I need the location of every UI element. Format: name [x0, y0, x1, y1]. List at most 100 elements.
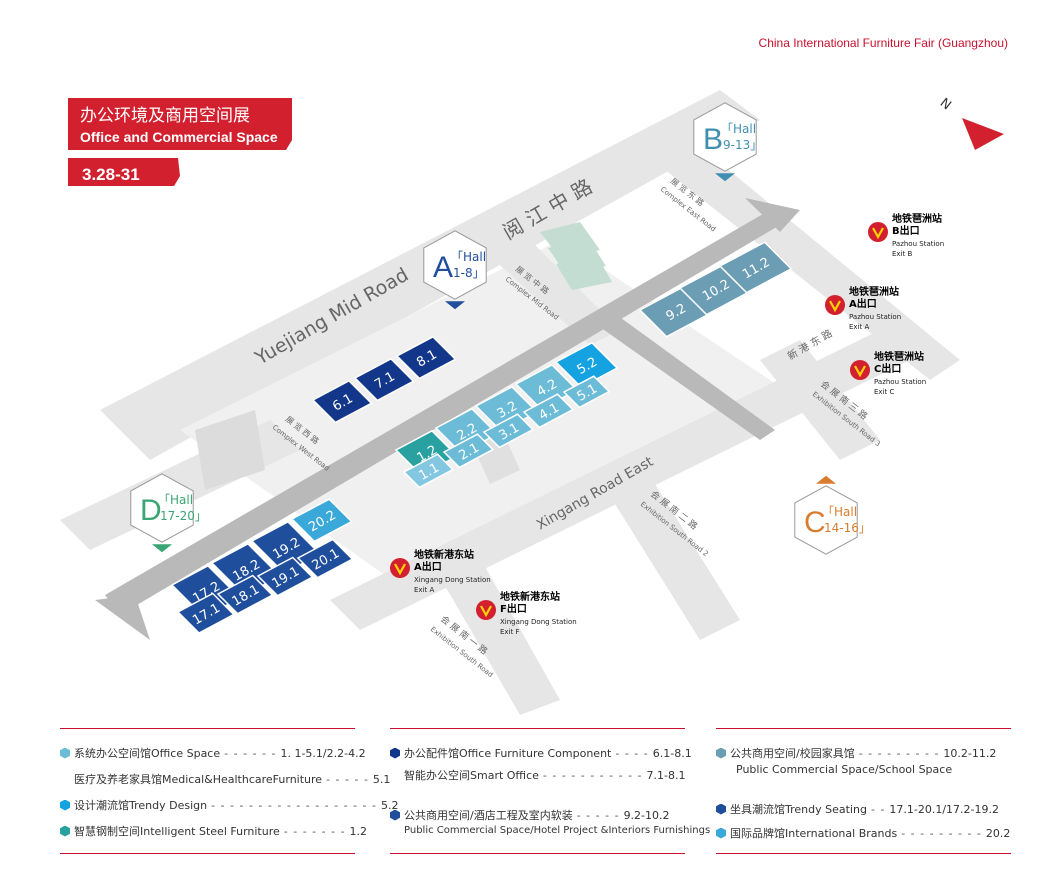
hall-marker-line1: 「Hall	[822, 505, 857, 519]
hall-block[interactable]	[522, 393, 575, 429]
station-text: Exit C	[874, 388, 894, 396]
station-text: Xingang Dong Station	[500, 618, 577, 626]
legend-hex-icon	[60, 825, 70, 837]
hall-block[interactable]	[216, 574, 274, 615]
station-text: F出口	[500, 602, 527, 615]
legend-text: 智慧钢制空间Intelligent Steel Furniture	[74, 825, 280, 838]
station-text: A出口	[414, 560, 442, 573]
legend-halls: 17.1-20.1/17.2-19.2	[889, 802, 999, 816]
legend-text: 设计潮流馆Trendy Design	[74, 799, 208, 812]
station-text: 地铁琶洲站	[849, 285, 899, 298]
station-text: 地铁新港东站	[500, 590, 560, 603]
legend-text: 系统办公空间馆Office Space	[74, 747, 221, 760]
legend-text: 办公配件馆Office Furniture Component	[404, 747, 612, 760]
station-text: C出口	[874, 362, 901, 375]
hall-block[interactable]	[256, 556, 314, 597]
metro-logo-icon	[390, 558, 410, 578]
legend-hex-icon	[60, 799, 70, 811]
compass-north-label: N	[937, 96, 954, 114]
hall-block[interactable]	[562, 375, 611, 409]
legend-item: 坐具潮流馆Trendy Seating- - 17.1-20.1/17.2-19…	[716, 801, 999, 817]
station-text: Exit B	[892, 250, 912, 258]
station-text: A出口	[849, 297, 877, 310]
legend-text: 坐具潮流馆Trendy Seating	[730, 803, 867, 816]
hall-marker-letter: C	[804, 506, 826, 539]
legend-item: 医疗及养老家具馆Medical&HealthcareFurniture- - -…	[74, 772, 391, 787]
legend-text: 医疗及养老家具馆Medical&HealthcareFurniture	[74, 773, 323, 786]
hall-marker-line2: 14-16」	[824, 521, 871, 535]
legend-halls: 7.1-8.1	[646, 768, 686, 782]
triangle-down-icon	[152, 544, 172, 553]
station-text: Pazhou Station	[874, 378, 926, 386]
compass-arrow-icon	[962, 118, 1004, 150]
legend-text: Public Commercial Space/School Space	[736, 763, 953, 776]
triangle-down-icon	[715, 173, 735, 182]
station-text: Pazhou Station	[892, 240, 944, 248]
hall-block[interactable]	[290, 498, 353, 543]
metro-logo-mark	[480, 605, 492, 618]
hall-block[interactable]	[718, 241, 793, 294]
compass: N	[937, 96, 1004, 150]
legend-hex-icon	[60, 747, 70, 759]
legend-hex-icon	[716, 803, 726, 815]
legend-text: 公共商用空间/酒店工程及室内软装	[404, 809, 573, 822]
hall-block[interactable]	[353, 357, 415, 402]
legend-item: 国际品牌馆International Brands- - - - - - - -…	[716, 825, 1010, 841]
road-network	[60, 90, 960, 715]
hex-marker-icon	[130, 473, 194, 543]
station-text: 地铁琶洲站	[892, 212, 942, 225]
hall-marker-line2: 9-13」	[723, 138, 762, 152]
fair-name: China International Furniture Fair (Guan…	[758, 36, 1008, 50]
hall-marker-letter: B	[703, 123, 723, 156]
legend-item: Public Commercial Space/Hotel Project &I…	[404, 825, 710, 836]
legend-hex-icon	[716, 827, 726, 839]
legend-text: Public Commercial Space/Hotel Project &I…	[404, 825, 711, 836]
legend-hex-icon	[716, 747, 726, 759]
metro-logo-mark	[854, 365, 866, 378]
hall-marker-letter: D	[140, 494, 162, 527]
hall-block[interactable]	[296, 538, 354, 579]
legend-halls: 20.2	[985, 826, 1011, 840]
metro-logo-mark	[829, 300, 841, 313]
legend-item: 办公配件馆Office Furniture Component- - - - 6…	[390, 745, 692, 761]
hall-block[interactable]	[311, 379, 373, 424]
station-text: Pazhou Station	[849, 313, 901, 321]
metro-logo-mark	[394, 563, 406, 576]
title-dates: 3.28-31	[82, 165, 140, 184]
legend-hex-icon	[390, 809, 400, 821]
legend-text: 公共商用空间/校园家具馆	[730, 747, 855, 760]
legend-halls: 1. 1-5.1/2.2-4.2	[280, 746, 366, 760]
title-cn: 办公环境及商用空间展	[80, 106, 250, 126]
hall-block[interactable]	[482, 413, 535, 449]
hall-marker-c[interactable]: C「Hall 14-16」	[794, 475, 871, 555]
legend-halls: 10.2-11.2	[943, 746, 997, 760]
hall-block[interactable]	[176, 592, 235, 634]
triangle-down-icon	[445, 301, 465, 310]
legend-item: 公共商用空间/校园家具馆- - - - - - - - - 10.2-11.2	[716, 745, 996, 761]
hall-block[interactable]	[554, 341, 619, 389]
metro-logo-mark	[872, 227, 884, 240]
hall-block[interactable]	[402, 453, 455, 489]
hall-block[interactable]	[442, 433, 495, 469]
legend-col-2: 办公配件馆Office Furniture Component- - - - 6…	[390, 728, 710, 854]
triangle-up-icon	[816, 475, 836, 484]
legend-halls: 9.2-10.2	[623, 808, 670, 822]
hall-block[interactable]	[395, 335, 457, 380]
station-text: Exit A	[849, 323, 869, 331]
hex-marker-icon	[693, 102, 757, 172]
metro-logo-icon	[825, 295, 845, 315]
station-text: 地铁新港东站	[414, 548, 474, 561]
metro-logo-icon	[476, 600, 496, 620]
legend-text: 国际品牌馆International Brands	[730, 827, 898, 840]
station-text: Xingang Dong Station	[414, 576, 491, 584]
legend-text: 智能办公空间Smart Office	[404, 769, 539, 782]
